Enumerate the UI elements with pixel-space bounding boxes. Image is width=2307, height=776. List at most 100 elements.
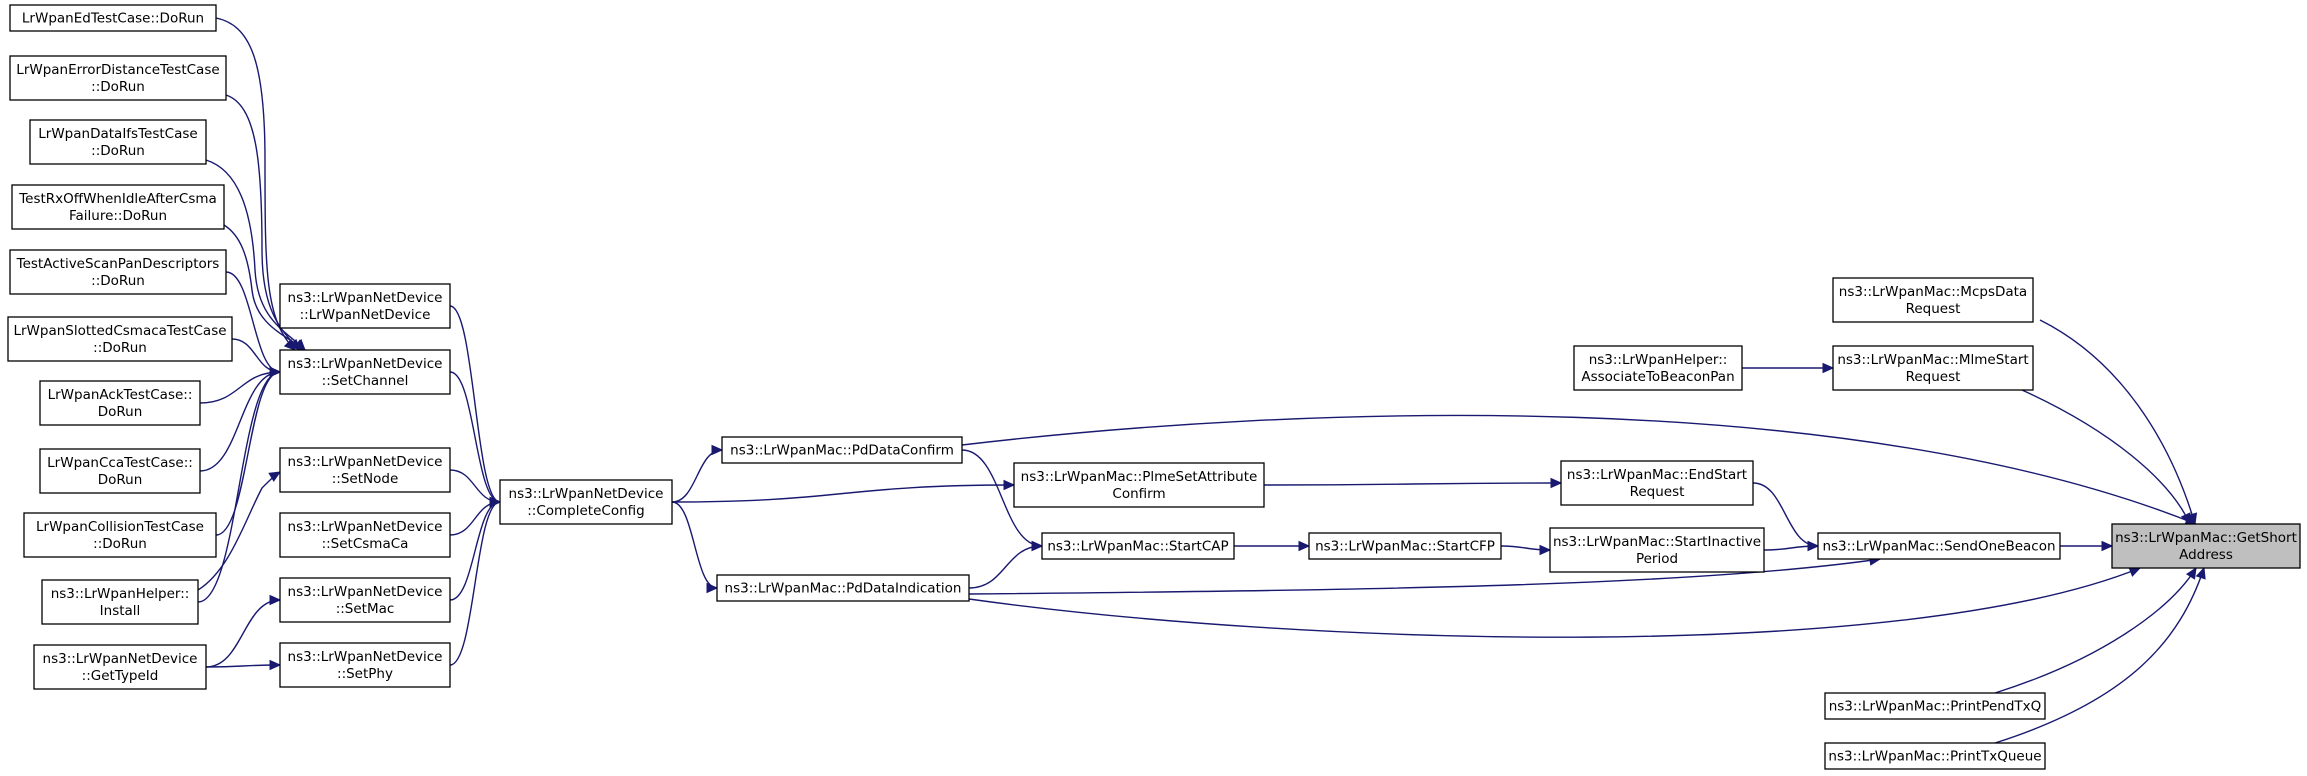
edge-n16-n17 bbox=[449, 501, 501, 666]
node-box bbox=[1013, 462, 1265, 508]
edge-n18-n21 bbox=[961, 449, 1043, 547]
graph-node[interactable]: ns3::LrWpanNetDevice::SetChannel bbox=[279, 349, 451, 395]
graph-node[interactable]: ns3::LrWpanMac::PrintTxQueue bbox=[1824, 742, 2046, 770]
graph-node[interactable]: ns3::LrWpanNetDevice::CompleteConfig bbox=[499, 479, 673, 525]
graph-node[interactable]: LrWpanEdTestCase::DoRun bbox=[9, 4, 217, 32]
node-label: Request bbox=[1630, 484, 1685, 500]
node-label: ::DoRun bbox=[91, 273, 145, 289]
node-label: ::DoRun bbox=[93, 340, 147, 356]
node-label: Address bbox=[2179, 547, 2233, 563]
node-label: ns3::LrWpanHelper:: bbox=[1589, 352, 1728, 368]
arrowhead-n3-n12 bbox=[293, 339, 306, 351]
node-box bbox=[1560, 460, 1754, 506]
arrowhead-n30-n31 bbox=[2195, 566, 2206, 580]
node-label: ns3::LrWpanNetDevice bbox=[288, 584, 443, 600]
edge-n18-n31 bbox=[961, 414, 2197, 525]
edge-n4-n12 bbox=[225, 271, 281, 373]
node-label: ::SetPhy bbox=[337, 666, 393, 682]
arrowhead-n19-n31 bbox=[2128, 567, 2142, 577]
arrowhead-n9-n12 bbox=[269, 366, 282, 378]
node-label: AssociateToBeaconPan bbox=[1581, 369, 1734, 385]
node-box bbox=[1824, 692, 2046, 720]
graph-node[interactable]: ns3::LrWpanNetDevice::SetNode bbox=[279, 447, 451, 493]
node-box bbox=[279, 349, 451, 395]
graph-node[interactable]: ns3::LrWpanMac::PrintPendTxQ bbox=[1824, 692, 2046, 720]
graph-node[interactable]: ns3::LrWpanHelper::AssociateToBeaconPan bbox=[1573, 345, 1743, 391]
graph-node[interactable]: TestActiveScanPanDescriptors::DoRun bbox=[9, 249, 227, 295]
node-box bbox=[721, 436, 963, 464]
node-box bbox=[29, 119, 207, 165]
edge-n0-n12 bbox=[215, 17, 296, 351]
graph-node[interactable]: ns3::LrWpanNetDevice::LrWpanNetDevice bbox=[279, 283, 451, 329]
node-label: Failure::DoRun bbox=[69, 208, 167, 224]
node-label: LrWpanEdTestCase::DoRun bbox=[22, 11, 204, 27]
graph-node[interactable]: LrWpanDataIfsTestCase::DoRun bbox=[29, 119, 207, 165]
graph-node[interactable]: ns3::LrWpanMac::StartCAP bbox=[1041, 532, 1235, 560]
graph-node[interactable]: LrWpanAckTestCase::DoRun bbox=[39, 380, 201, 426]
node-label: LrWpanCcaTestCase:: bbox=[47, 455, 193, 471]
graph-node[interactable]: ns3::LrWpanMac::PdDataIndication bbox=[716, 574, 970, 602]
arrowhead-n19-n21 bbox=[1031, 540, 1044, 552]
node-label: Request bbox=[1906, 369, 1961, 385]
node-label: Request bbox=[1906, 301, 1961, 317]
graph-node[interactable]: ns3::LrWpanMac::PdDataConfirm bbox=[721, 436, 963, 464]
edge-n17-n20 bbox=[671, 484, 1015, 503]
node-label: ::DoRun bbox=[91, 143, 145, 159]
node-box bbox=[1308, 532, 1502, 560]
edge-n7-n12 bbox=[199, 371, 281, 472]
graph-node[interactable]: ns3::LrWpanNetDevice::SetMac bbox=[279, 577, 451, 623]
edge-n9-n12 bbox=[197, 371, 281, 603]
node-label: ::LrWpanNetDevice bbox=[300, 307, 431, 323]
node-label: TestRxOffWhenIdleAfterCsma bbox=[18, 191, 217, 207]
arrowhead-n27-n31 bbox=[2180, 512, 2191, 526]
edge-n17-n19 bbox=[671, 501, 718, 589]
node-box bbox=[279, 283, 451, 329]
node-label: ns3::LrWpanNetDevice bbox=[288, 290, 443, 306]
graph-node[interactable]: LrWpanErrorDistanceTestCase::DoRun bbox=[9, 55, 227, 101]
graph-node[interactable]: ns3::LrWpanNetDevice::GetTypeId bbox=[33, 644, 207, 690]
node-label: DoRun bbox=[98, 472, 143, 488]
node-label: Period bbox=[1636, 551, 1678, 567]
node-box bbox=[1549, 527, 1765, 573]
node-label: ns3::LrWpanMac::PrintTxQueue bbox=[1828, 749, 2041, 765]
node-box bbox=[9, 55, 227, 101]
arrowhead-n28-n31 bbox=[2101, 540, 2114, 552]
edge-n2-n12 bbox=[205, 159, 306, 351]
node-box bbox=[41, 579, 199, 625]
node-label: LrWpanSlottedCsmacaTestCase bbox=[13, 323, 226, 339]
arrowhead-n22-n24 bbox=[1539, 544, 1552, 556]
node-label: ns3::LrWpanNetDevice bbox=[288, 356, 443, 372]
node-label: ns3::LrWpanMac::PlmeSetAttribute bbox=[1021, 469, 1258, 485]
graph-node[interactable]: LrWpanCollisionTestCase::DoRun bbox=[23, 512, 217, 558]
node-box bbox=[2111, 523, 2301, 569]
arrowhead-n9-n13 bbox=[268, 471, 282, 482]
edge-n3-n12 bbox=[223, 224, 306, 351]
graph-node[interactable]: LrWpanCcaTestCase::DoRun bbox=[39, 448, 201, 494]
edge-n19-n21 bbox=[968, 545, 1043, 589]
graph-node[interactable]: ns3::LrWpanMac::SendOneBeacon bbox=[1817, 532, 2061, 560]
node-box bbox=[1573, 345, 1743, 391]
graph-node[interactable]: ns3::LrWpanMac::StartCFP bbox=[1308, 532, 1502, 560]
arrowhead-n24-n28 bbox=[1807, 540, 1820, 552]
edge-n12-n17 bbox=[449, 371, 501, 503]
graph-node[interactable]: ns3::LrWpanHelper::Install bbox=[41, 579, 199, 625]
graph-node[interactable]: LrWpanSlottedCsmacaTestCase::DoRun bbox=[7, 316, 233, 362]
arrowhead-n10-n15 bbox=[269, 594, 282, 606]
graph-node[interactable]: ns3::LrWpanNetDevice::SetCsmaCa bbox=[279, 512, 451, 558]
node-label: ::SetMac bbox=[336, 601, 395, 617]
arrowhead-n10-n16 bbox=[269, 659, 282, 671]
node-label: ns3::LrWpanMac::StartCFP bbox=[1315, 539, 1495, 555]
node-box bbox=[39, 448, 201, 494]
node-box bbox=[1832, 277, 2034, 323]
edge-n5-n12 bbox=[231, 338, 281, 373]
graph-node[interactable]: ns3::LrWpanNetDevice::SetPhy bbox=[279, 642, 451, 688]
edge-n29-n31 bbox=[1994, 567, 2197, 694]
